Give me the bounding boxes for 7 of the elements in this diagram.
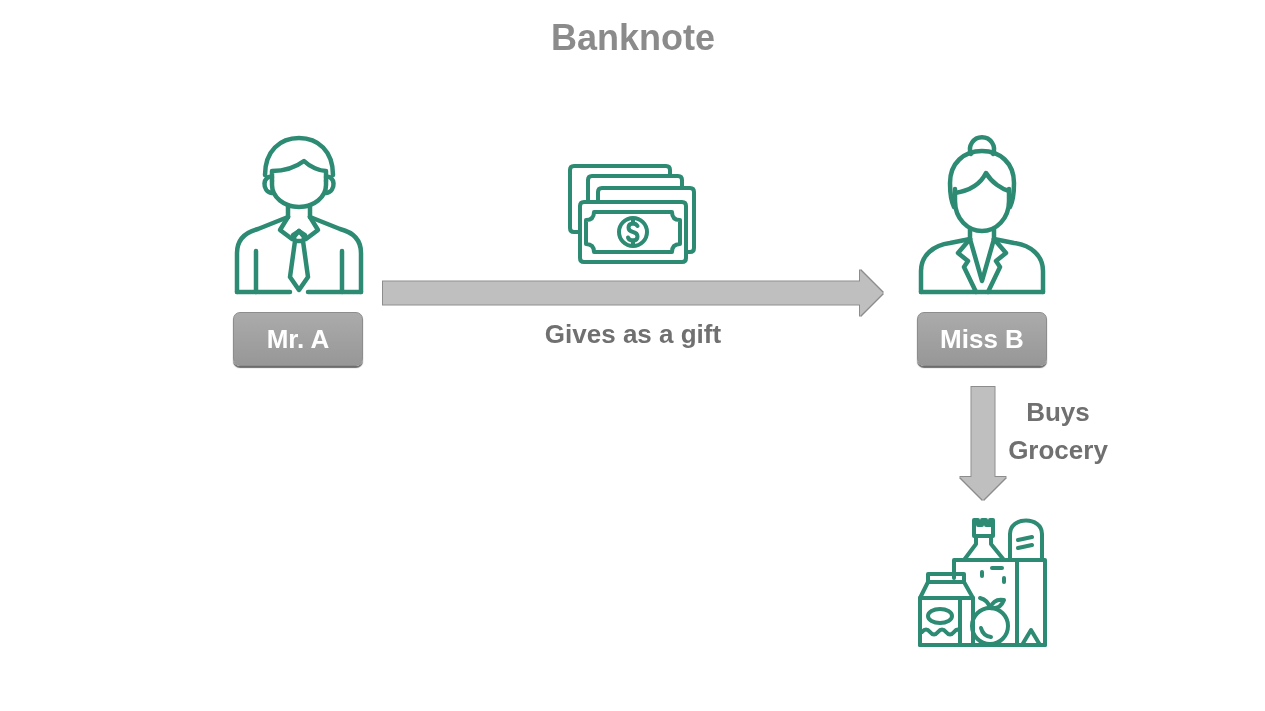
block-arrow — [383, 270, 883, 316]
edge-label: Buys Grocery — [1007, 396, 1109, 467]
edge-label: Gives as a gift — [544, 318, 722, 351]
title: Banknote — [551, 18, 715, 58]
name-tag: Mr. A — [233, 312, 363, 366]
name-tag: Miss B — [917, 312, 1047, 366]
block-arrow — [960, 387, 1006, 500]
